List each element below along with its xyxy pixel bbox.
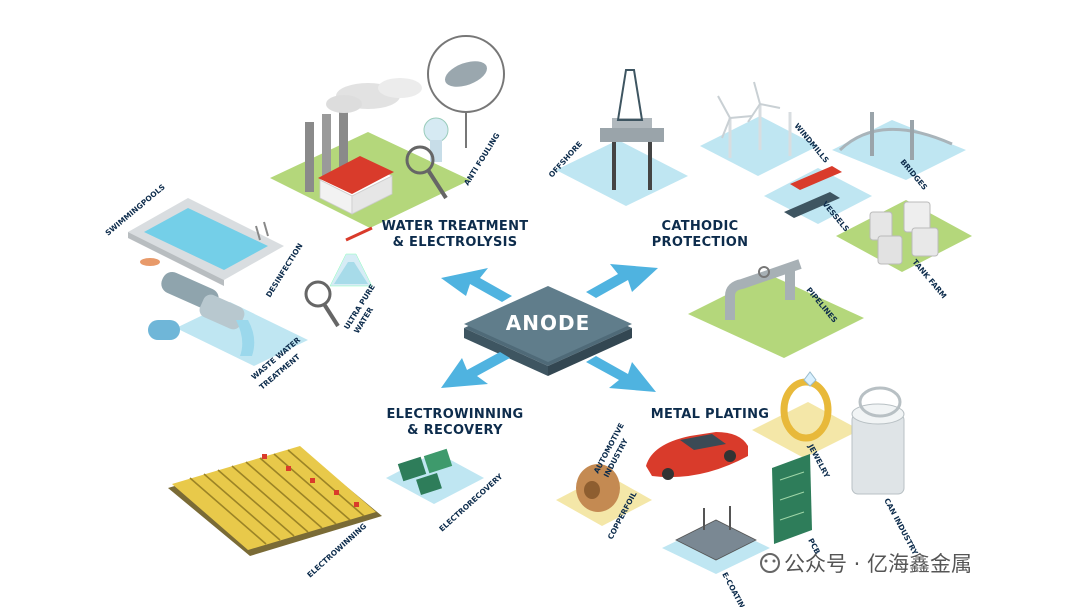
section-electrowinning-line2: & RECOVERY	[407, 423, 503, 438]
arrow-down-left	[441, 352, 510, 388]
arrows	[441, 264, 658, 392]
watermark: 公众号 · 亿海鑫金属	[760, 552, 972, 576]
label-e-coating: E-COATING	[720, 571, 749, 607]
section-water-line1: WATER TREATMENT	[382, 219, 529, 234]
arrow-up-right	[586, 264, 658, 298]
plating-illustration	[556, 371, 905, 574]
arrow-down-right	[586, 356, 656, 392]
water-treatment-illustration	[128, 35, 505, 366]
section-electrowinning-line1: ELECTROWINNING	[386, 407, 523, 422]
label-can-industry: CAN INDUSTRY	[882, 497, 920, 557]
electrowinning-illustration	[168, 446, 484, 556]
label-tank-farm: TANK FARM	[910, 258, 948, 301]
section-cathodic-line2: PROTECTION	[652, 235, 749, 250]
label-anti-fouling: ANTI FOULING	[462, 131, 502, 187]
watermark-text: 公众号 · 亿海鑫金属	[784, 552, 972, 576]
cathodic-illustration	[556, 69, 972, 358]
anode-label: ANODE	[506, 311, 590, 335]
section-plating: METAL PLATING	[651, 407, 770, 422]
section-cathodic-line1: CATHODIC	[662, 219, 739, 234]
anode-center: ANODE	[464, 286, 632, 376]
section-water-line2: & ELECTROLYSIS	[393, 235, 518, 250]
arrow-up-left	[441, 268, 512, 302]
